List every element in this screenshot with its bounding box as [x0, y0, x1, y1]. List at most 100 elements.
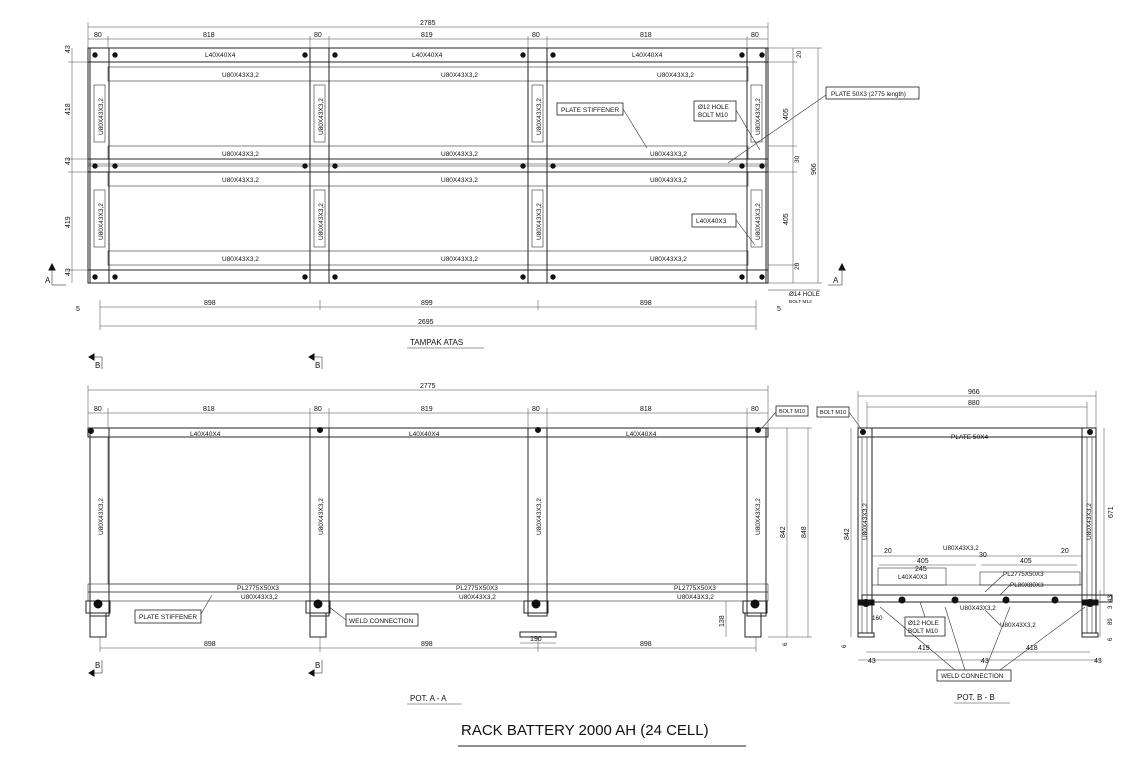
- dim-overall: 2775: [420, 383, 436, 390]
- dim-bottom-seg: 898: [640, 300, 652, 307]
- dim-center: 30: [979, 552, 987, 559]
- label-channel: U80X43X3,2: [241, 594, 278, 601]
- section-b-view: PLATE 50X4 U80X43X3,2 U80X43X3,2 U80X43X…: [816, 389, 1115, 704]
- label-channel: U80X43X3,2: [650, 256, 687, 263]
- dim-right: 848: [801, 526, 808, 538]
- label-plate: PL2775X50X3: [237, 585, 279, 592]
- dim-419: 419: [918, 645, 930, 652]
- callout-hole-m12: Ø14 HOLE: [789, 291, 820, 298]
- dim-height-total: 966: [811, 163, 818, 175]
- label-angle-3: L40X40X4: [632, 52, 663, 59]
- dim-right-h: 671: [1108, 506, 1115, 518]
- dim-seg: 80: [751, 406, 759, 413]
- dim-seg: 818: [203, 406, 215, 413]
- label-channel: U80X43X3,2: [960, 605, 996, 612]
- caption-tampak-atas: TAMPAK ATAS: [410, 338, 463, 347]
- dim-seg: 818: [640, 32, 652, 39]
- dim-43-right: 43: [1094, 658, 1102, 665]
- callout-bolt-m12: BOLT M12: [789, 299, 812, 305]
- label-post-channel: U80X43X3,2: [98, 203, 105, 240]
- dim-inner-245: 245: [915, 566, 927, 573]
- label-plate: PL2775X50X3: [456, 585, 498, 592]
- dim-left-six: 6: [842, 644, 848, 648]
- dim-bottom-seg: 899: [421, 300, 433, 307]
- label-channel: U80X43X3,2: [441, 72, 478, 79]
- label-channel: U80X43X3,2: [222, 151, 259, 158]
- dim-right: 405: [783, 108, 790, 120]
- dim-right: 30: [794, 155, 801, 163]
- section-b-dimensions: 966 880 842 671 20 20 405 405 245 30 419…: [842, 389, 1115, 665]
- section-a-view: L40X40X4 L40X40X4 L40X40X4 PL2775X50X3 P…: [85, 383, 812, 705]
- dim-seg: 819: [421, 32, 433, 39]
- dim-seg: 818: [203, 32, 215, 39]
- label-channel: U80X43X3,2: [943, 545, 979, 552]
- label-channel: U80X43X3,2: [650, 151, 687, 158]
- label-post: U80X43X3,2: [862, 503, 869, 540]
- dim-center: 190: [530, 636, 542, 643]
- label-post: U80X43X3,2: [1086, 503, 1093, 540]
- top-dimensions: 2785 80 818 80 819 80 818 80 898 899 898: [65, 20, 822, 330]
- dim-gap-left: 20: [884, 548, 892, 555]
- dim-r3: 89: [1108, 618, 1114, 625]
- dim-seg: 80: [314, 406, 322, 413]
- section-b-mark: B: [95, 661, 100, 670]
- dim-seg: 80: [532, 406, 540, 413]
- label-channel: U80X43X3,2: [222, 256, 259, 263]
- callout-weld: WELD CONNECTION: [349, 618, 414, 625]
- dim-right: 20: [796, 50, 803, 58]
- label-post-channel: U80X43X3,2: [318, 98, 325, 135]
- label-post: U80X43X3,2: [536, 498, 543, 535]
- vertical-posts: [89, 47, 767, 284]
- dim-left: 43: [65, 157, 72, 165]
- dim-right: 405: [783, 213, 790, 225]
- label-plate-pl: PL2775X50X3: [1003, 571, 1044, 578]
- dim-43-mid: 43: [981, 658, 989, 665]
- label-channel: U80X43X3,2: [1000, 622, 1036, 629]
- callout-plate: PLATE 50X3 (2775 length): [831, 91, 906, 98]
- label-channel: U80X43X3,2: [222, 72, 259, 79]
- label-post-channel: U80X43X3,2: [755, 203, 762, 240]
- callout-weld: WELD CONNECTION: [941, 673, 1004, 680]
- dim-gap-right: 20: [1061, 548, 1069, 555]
- drawing-title: RACK BATTERY 2000 AH (24 CELL): [461, 722, 709, 739]
- dim-r1: 43: [1108, 595, 1114, 602]
- dim-seg: 819: [421, 406, 433, 413]
- label-channel: U80X43X3,2: [650, 177, 687, 184]
- label-channel: U80X43X3,2: [677, 594, 714, 601]
- dim-right: 20: [794, 262, 801, 270]
- dim-seg: 80: [94, 406, 102, 413]
- label-channel: U80X43X3,2: [657, 72, 694, 79]
- dim-bottom: 898: [640, 641, 652, 648]
- channel-row-1: [107, 66, 749, 82]
- dim-overall-bottom: 2695: [418, 319, 434, 326]
- dim-418: 418: [1026, 645, 1038, 652]
- top-member-labels: L40X40X4 L40X40X4 L40X40X4 U80X43X3,2 U8…: [98, 52, 762, 263]
- dim-bottom: 898: [204, 641, 216, 648]
- section-a-left: A: [45, 276, 51, 285]
- top-view-frame: [87, 47, 769, 284]
- label-post-channel: U80X43X3,2: [536, 98, 543, 135]
- callout-bolt: BOLT M10: [820, 410, 846, 416]
- dim-left: 43: [65, 45, 72, 53]
- label-post-channel: U80X43X3,2: [98, 98, 105, 135]
- label-angle-small: L40X40X3: [898, 574, 928, 581]
- dim-seg: 80: [751, 32, 759, 39]
- section-a-right: A: [833, 276, 839, 285]
- dim-inner: 880: [968, 400, 980, 407]
- label-plate: PLATE 50X4: [951, 434, 988, 441]
- dim-left-h: 842: [844, 528, 851, 540]
- dim-seg: 80: [314, 32, 322, 39]
- dim-overall: 966: [968, 389, 980, 396]
- top-rail: [87, 47, 769, 63]
- dim-bottom: 898: [421, 641, 433, 648]
- label-channel: U80X43X3,2: [441, 151, 478, 158]
- caption-pot-b: POT. B - B: [957, 693, 995, 702]
- dim-seg: 80: [94, 32, 102, 39]
- label-plate-small: PL80X80X3: [1010, 582, 1044, 589]
- section-b-mark: B: [95, 361, 100, 370]
- section-b-mark: B: [315, 361, 320, 370]
- dim-seg: 80: [532, 32, 540, 39]
